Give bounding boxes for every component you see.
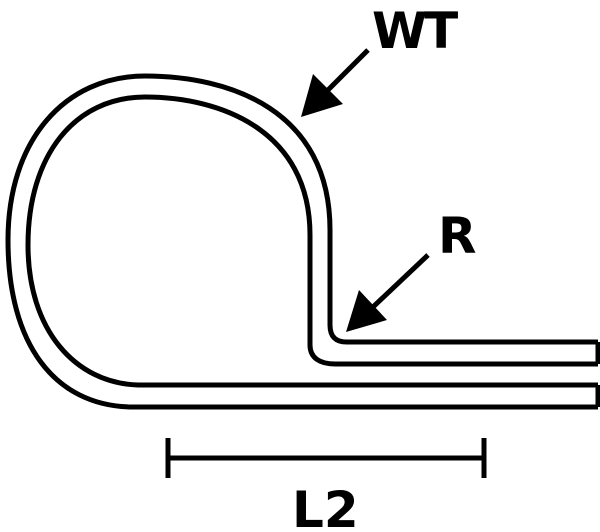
r-arrow-head xyxy=(346,290,387,332)
r-arrow-shaft xyxy=(371,253,430,309)
clamp-inner-edge xyxy=(25,94,598,388)
r-arrow xyxy=(346,253,430,332)
clamp-outer-edge xyxy=(5,73,598,410)
l2-dimension xyxy=(165,438,487,478)
l2-label: L2 xyxy=(292,481,359,532)
wt-arrow xyxy=(301,48,370,117)
wt-arrow-shaft xyxy=(323,48,370,95)
clamp-profile xyxy=(5,73,600,410)
wt-label: WT xyxy=(372,2,458,60)
wt-arrow-head xyxy=(301,74,343,117)
r-label: R xyxy=(438,207,477,265)
